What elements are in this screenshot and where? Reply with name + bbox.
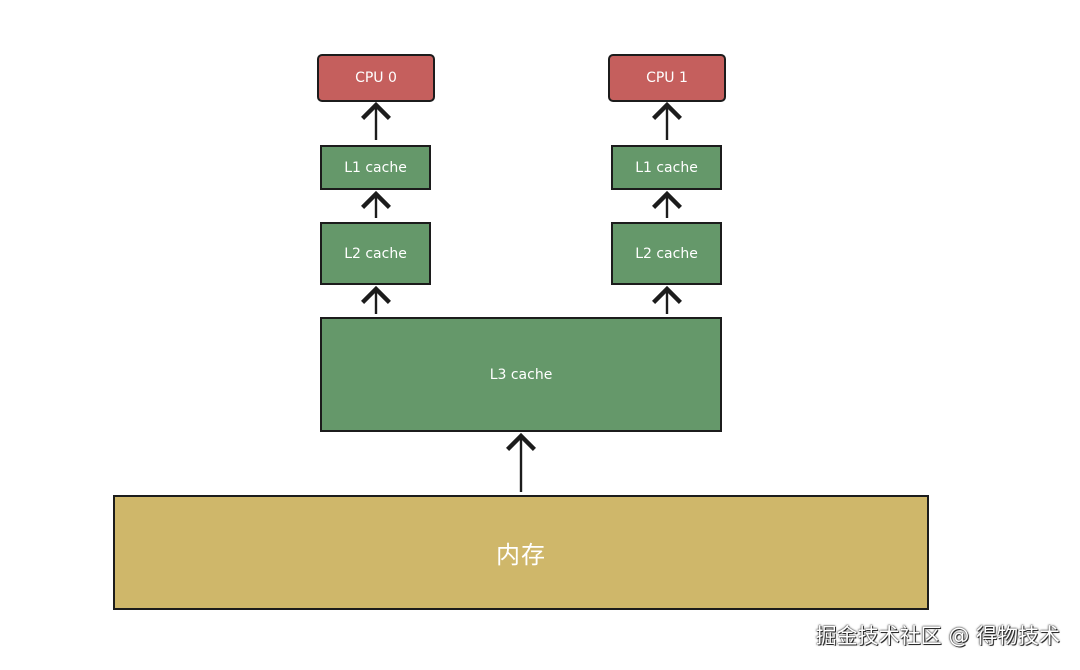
l2-cache-right-label: L2 cache bbox=[635, 245, 698, 262]
memory-box: 内存 bbox=[113, 495, 929, 610]
cpu0-box: CPU 0 bbox=[317, 54, 435, 102]
l1-cache-right-label: L1 cache bbox=[635, 159, 698, 176]
cpu1-box: CPU 1 bbox=[608, 54, 726, 102]
l2-cache-left-box: L2 cache bbox=[320, 222, 431, 285]
cpu0-label: CPU 0 bbox=[355, 70, 397, 86]
watermark-text: 掘金技术社区 @ 得物技术 bbox=[815, 624, 1060, 648]
memory-label: 内存 bbox=[496, 541, 546, 569]
l3-cache-box: L3 cache bbox=[320, 317, 722, 432]
l3-cache-label: L3 cache bbox=[489, 366, 553, 383]
l1-cache-right-box: L1 cache bbox=[611, 145, 722, 190]
cpu1-label: CPU 1 bbox=[646, 70, 688, 86]
l2-cache-left-label: L2 cache bbox=[344, 245, 407, 262]
l1-cache-left-box: L1 cache bbox=[320, 145, 431, 190]
l1-cache-left-label: L1 cache bbox=[344, 159, 407, 176]
l2-cache-right-box: L2 cache bbox=[611, 222, 722, 285]
